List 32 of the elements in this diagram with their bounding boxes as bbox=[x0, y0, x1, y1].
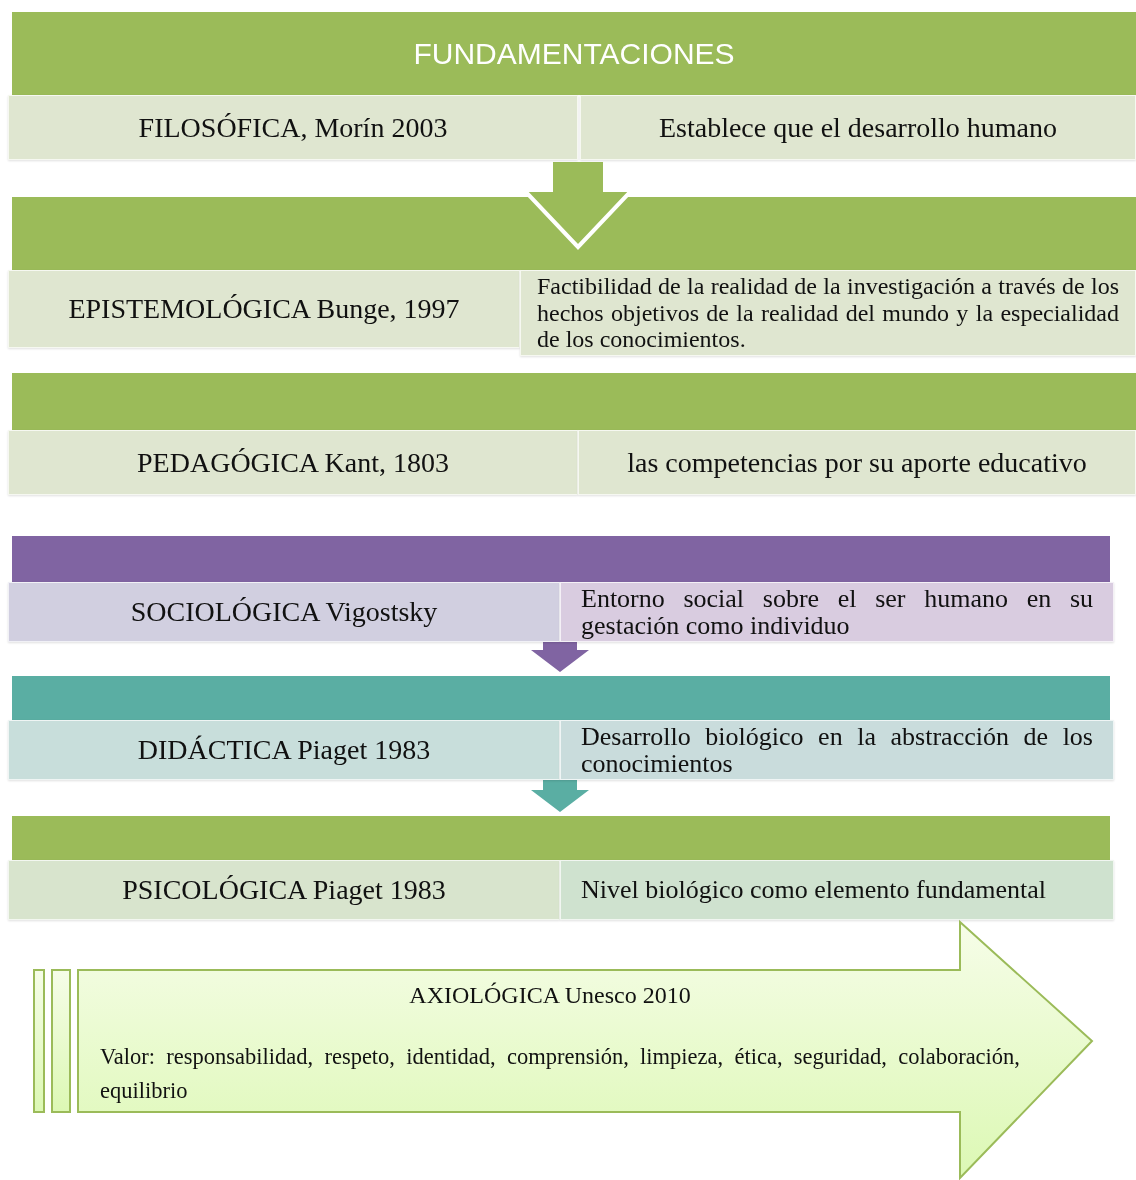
category-label: FILOSÓFICA, Morín 2003 bbox=[138, 112, 448, 143]
description-cell bbox=[580, 95, 1136, 160]
description-text: Factibilidad de la realidad de la investigación a través de los hechos objetivos de la realidad del mundo y la especialidad de los conocimientos. bbox=[537, 272, 1119, 354]
category-cell bbox=[8, 270, 520, 348]
header-band bbox=[12, 373, 1136, 430]
arrow bbox=[531, 780, 589, 812]
banner-heading: AXIOLÓGICA Unesco 2010 bbox=[408, 982, 692, 1009]
category-cell bbox=[8, 720, 560, 780]
header-band bbox=[12, 197, 1136, 270]
category-label: PSICOLÓGICA Piaget 1983 bbox=[122, 875, 446, 905]
header-band bbox=[12, 12, 1136, 95]
category-cell bbox=[8, 95, 578, 160]
description-text: Desarrollo biológico en la abstracción de los conocimientos bbox=[581, 722, 1093, 778]
header-band bbox=[12, 536, 1110, 582]
description-text: las competencias por su aporte educativo bbox=[627, 447, 1087, 478]
arrow bbox=[531, 642, 589, 672]
description-cell bbox=[578, 430, 1136, 495]
description-text: Entorno social sobre el ser humano en su gestación como individuo bbox=[581, 584, 1093, 640]
category-cell bbox=[8, 430, 578, 495]
category-cell bbox=[8, 582, 560, 642]
category-cell bbox=[8, 860, 560, 920]
banner-text: Valor: responsabilidad, respeto, identidad, comprensión, limpieza, ética, seguridad, colaboración, equilibrio bbox=[100, 1043, 1020, 1105]
category-label: SOCIOLÓGICA Vigostsky bbox=[130, 597, 438, 627]
description-text: Establece que el desarrollo humano bbox=[658, 112, 1058, 143]
description-cell bbox=[560, 860, 1114, 920]
category-label: PEDAGÓGICA Kant, 1803 bbox=[137, 447, 449, 478]
category-label: DIDÁCTICA Piaget 1983 bbox=[137, 735, 431, 765]
header-band bbox=[12, 816, 1110, 860]
header-band bbox=[12, 676, 1110, 720]
section-title: FUNDAMENTACIONES bbox=[413, 36, 735, 71]
description-text: Nivel biológico como elemento fundamental bbox=[581, 876, 1047, 904]
category-label: EPISTEMOLÓGICA Bunge, 1997 bbox=[68, 294, 460, 324]
